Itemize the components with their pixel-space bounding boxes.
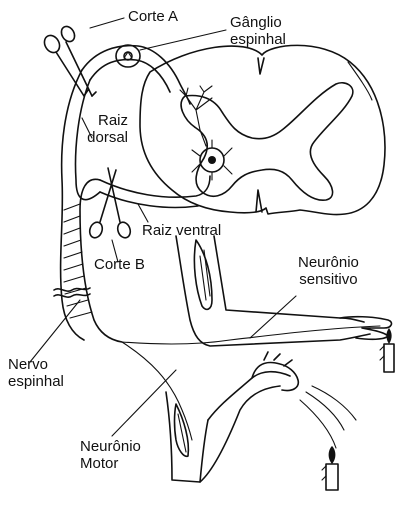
label-motor-line1: Neurônio (80, 438, 141, 455)
biceps-muscle (194, 240, 212, 309)
neuronio-sensitivo-leader (250, 296, 296, 338)
label-neuronio-motor: Neurônio Motor (80, 438, 141, 472)
label-ganglio-line2: espinhal (230, 31, 286, 48)
nerve-break-marks (54, 288, 90, 297)
spinal-cord-outline (140, 45, 385, 214)
sensory-fiber (122, 326, 380, 344)
arm-outline (176, 236, 391, 346)
motor-neuron-body (192, 140, 232, 180)
label-neuronio-sensitivo: Neurônio sensitivo (298, 254, 359, 288)
label-ganglio-line1: Gânglio (230, 14, 286, 31)
raiz-ventral-leader (138, 204, 148, 222)
label-nervo-line2: espinhal (8, 373, 64, 390)
label-corte-b: Corte B (94, 256, 145, 273)
dorsal-root (82, 46, 190, 104)
label-nervo-line1: Nervo (8, 356, 64, 373)
label-sensitivo-line1: Neurônio (298, 254, 359, 271)
ganglion (116, 45, 140, 67)
dorsal-root-inner (90, 60, 170, 92)
label-raiz-dorsal-line1: Raiz (84, 112, 128, 129)
label-sensitivo-line2: sensitivo (298, 271, 359, 288)
nerve-sheath-hatching (64, 204, 92, 318)
label-raiz-ventral: Raiz ventral (142, 222, 221, 239)
label-nervo-espinhal: Nervo espinhal (8, 356, 64, 390)
label-raiz-dorsal: Raiz dorsal (84, 112, 128, 146)
dorsal-median-sulcus (258, 58, 264, 74)
lower-arm (166, 352, 298, 482)
cord-lateral-ramus (348, 62, 372, 100)
corte-a-leader (90, 18, 124, 28)
candle-right-icon (380, 328, 394, 372)
label-motor-line2: Motor (80, 455, 141, 472)
label-ganglio-espinhal: Gânglio espinhal (230, 14, 286, 48)
motor-fiber (122, 342, 192, 440)
candle-lower-icon (322, 446, 338, 490)
ventral-median-fissure (256, 190, 262, 212)
neuronio-motor-leader (112, 370, 176, 436)
label-corte-a: Corte A (128, 8, 178, 25)
ventral-root (100, 176, 210, 197)
label-raiz-dorsal-line2: dorsal (84, 129, 128, 146)
motion-lines (300, 386, 356, 448)
grey-matter (181, 83, 353, 200)
